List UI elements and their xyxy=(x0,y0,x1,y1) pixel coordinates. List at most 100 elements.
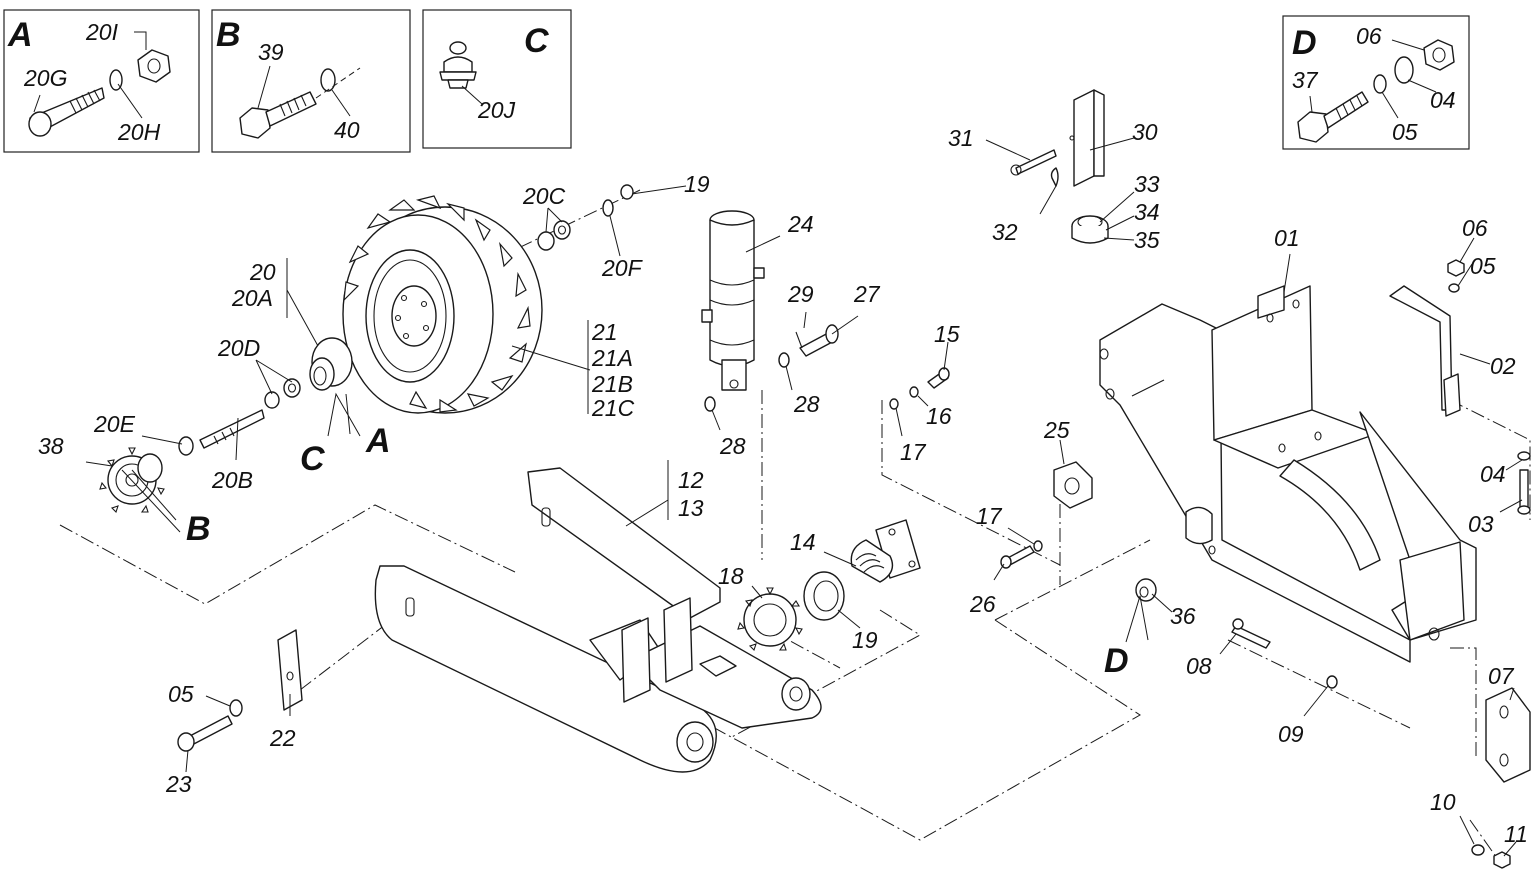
grease-fitting-20j-icon xyxy=(439,41,477,89)
callout-20: 20 xyxy=(249,259,276,285)
reference-letters: C A B D xyxy=(186,422,1129,680)
callout-17-bottom: 17 xyxy=(976,503,1003,529)
callout-31: 31 xyxy=(948,125,974,151)
detail-box-b: B 39 40 xyxy=(211,9,411,153)
detail-b-letter: B xyxy=(216,16,241,54)
sprocket-18-icon xyxy=(737,587,803,652)
collar-33-icon xyxy=(1071,215,1109,244)
clamp-07-icon xyxy=(1485,687,1531,783)
washer-16-icon xyxy=(909,386,919,398)
callout-07: 07 xyxy=(1488,663,1515,689)
hex-nut-06-icon xyxy=(1423,39,1455,71)
ref-letter-b: B xyxy=(186,510,211,548)
callout-05-right: 05 xyxy=(1470,253,1496,279)
lockwasher-05-icon xyxy=(1373,74,1387,94)
post-30-icon xyxy=(1069,89,1105,187)
label-20g: 20G xyxy=(23,65,67,91)
detail-box-c: C 20J xyxy=(422,9,572,149)
wheel-tire-assembly xyxy=(342,195,543,414)
callout-10: 10 xyxy=(1430,789,1456,815)
callout-32: 32 xyxy=(992,219,1018,245)
wheel-bolt-icon xyxy=(28,87,105,137)
leader-39 xyxy=(257,65,271,109)
ref-letter-d: D xyxy=(1104,642,1129,680)
bolt-26-icon xyxy=(1000,545,1035,569)
bracket-25-icon xyxy=(1053,461,1093,509)
callout-numbers: 20C 19 20F 24 31 30 33 34 35 32 20 20A 2… xyxy=(38,119,1528,847)
spring-14-icon xyxy=(850,519,921,583)
callout-12: 12 xyxy=(678,467,704,493)
nut-06-right-icon xyxy=(1447,259,1465,277)
callout-03: 03 xyxy=(1468,511,1494,537)
hex-bolt-37-icon xyxy=(1297,91,1369,143)
leader-20j xyxy=(461,85,483,105)
callout-27: 27 xyxy=(853,281,881,307)
bearing-20c-icon xyxy=(537,220,571,251)
leader-20i xyxy=(134,31,147,50)
bolt-08-icon xyxy=(1231,618,1271,649)
washer-10-icon xyxy=(1471,844,1485,856)
callout-09: 09 xyxy=(1278,721,1304,747)
callout-22: 22 xyxy=(269,725,296,751)
callout-21c: 21C xyxy=(591,395,635,421)
label-05-d: 05 xyxy=(1392,119,1418,145)
bolt-03-icon xyxy=(1517,469,1531,515)
tire-tread-icon xyxy=(343,195,531,413)
main-frame-01-icon xyxy=(1099,285,1477,663)
detail-box-a: A 20I 20G 20H xyxy=(3,9,200,153)
callout-08: 08 xyxy=(1186,653,1212,679)
detail-c-letter: C xyxy=(524,22,549,60)
washer-28-left-icon xyxy=(704,396,716,412)
bushing-19-icon xyxy=(803,571,845,621)
label-20h: 20H xyxy=(117,119,161,145)
damper-cylinder-24-icon xyxy=(701,210,765,391)
bolt-23-icon xyxy=(177,715,233,752)
callout-13: 13 xyxy=(678,495,704,521)
bolt-15-icon xyxy=(927,367,950,389)
callout-24: 24 xyxy=(787,211,814,237)
callout-04: 04 xyxy=(1480,461,1506,487)
washer-09-icon xyxy=(1326,675,1338,689)
callout-15: 15 xyxy=(934,321,960,347)
pin-31-icon xyxy=(1010,149,1057,176)
washer-17-top-icon xyxy=(889,398,899,410)
callout-01: 01 xyxy=(1274,225,1300,251)
callout-19-bottom: 19 xyxy=(852,627,878,653)
detail-box-d: D 06 37 04 05 xyxy=(1282,15,1470,150)
callout-23: 23 xyxy=(165,771,192,797)
callout-33: 33 xyxy=(1134,171,1160,197)
callout-leader-lines xyxy=(85,137,1523,857)
callout-20d: 20D xyxy=(217,335,260,361)
bearing-20d-icon xyxy=(264,378,301,409)
washer-28-right-icon xyxy=(778,352,790,368)
callout-05-bottom: 05 xyxy=(168,681,194,707)
washer-04-icon xyxy=(1394,56,1414,84)
washer-40-icon xyxy=(320,68,336,92)
callout-21b: 21B xyxy=(591,371,633,397)
callout-29: 29 xyxy=(787,281,814,307)
callout-02: 02 xyxy=(1490,353,1516,379)
label-20i: 20I xyxy=(85,19,119,45)
callout-21a: 21A xyxy=(591,345,633,371)
axle-20b-icon xyxy=(178,409,265,456)
callout-20a: 20A xyxy=(231,285,273,311)
callout-20e: 20E xyxy=(93,411,136,437)
callout-18: 18 xyxy=(718,563,744,589)
leader-20h xyxy=(117,83,143,119)
clip-32-icon xyxy=(1050,167,1059,187)
detail-a-letter: A xyxy=(7,16,33,54)
washer-19-top-icon xyxy=(620,184,634,200)
swing-arm-12-icon xyxy=(374,467,822,773)
callout-19-top: 19 xyxy=(684,171,710,197)
washer-05-right-icon xyxy=(1448,283,1460,293)
detail-d-letter: D xyxy=(1292,24,1317,62)
callout-17-top: 17 xyxy=(900,439,927,465)
leader-20g xyxy=(33,94,41,113)
leader-40 xyxy=(331,89,351,117)
snap-ring-20f-icon xyxy=(602,199,614,217)
hex-bolt-39-icon xyxy=(239,91,317,139)
label-40: 40 xyxy=(334,117,360,143)
ref-letter-c: C xyxy=(300,440,325,478)
hub-20-icon xyxy=(309,337,353,391)
hex-nut-20i-icon xyxy=(137,49,171,83)
